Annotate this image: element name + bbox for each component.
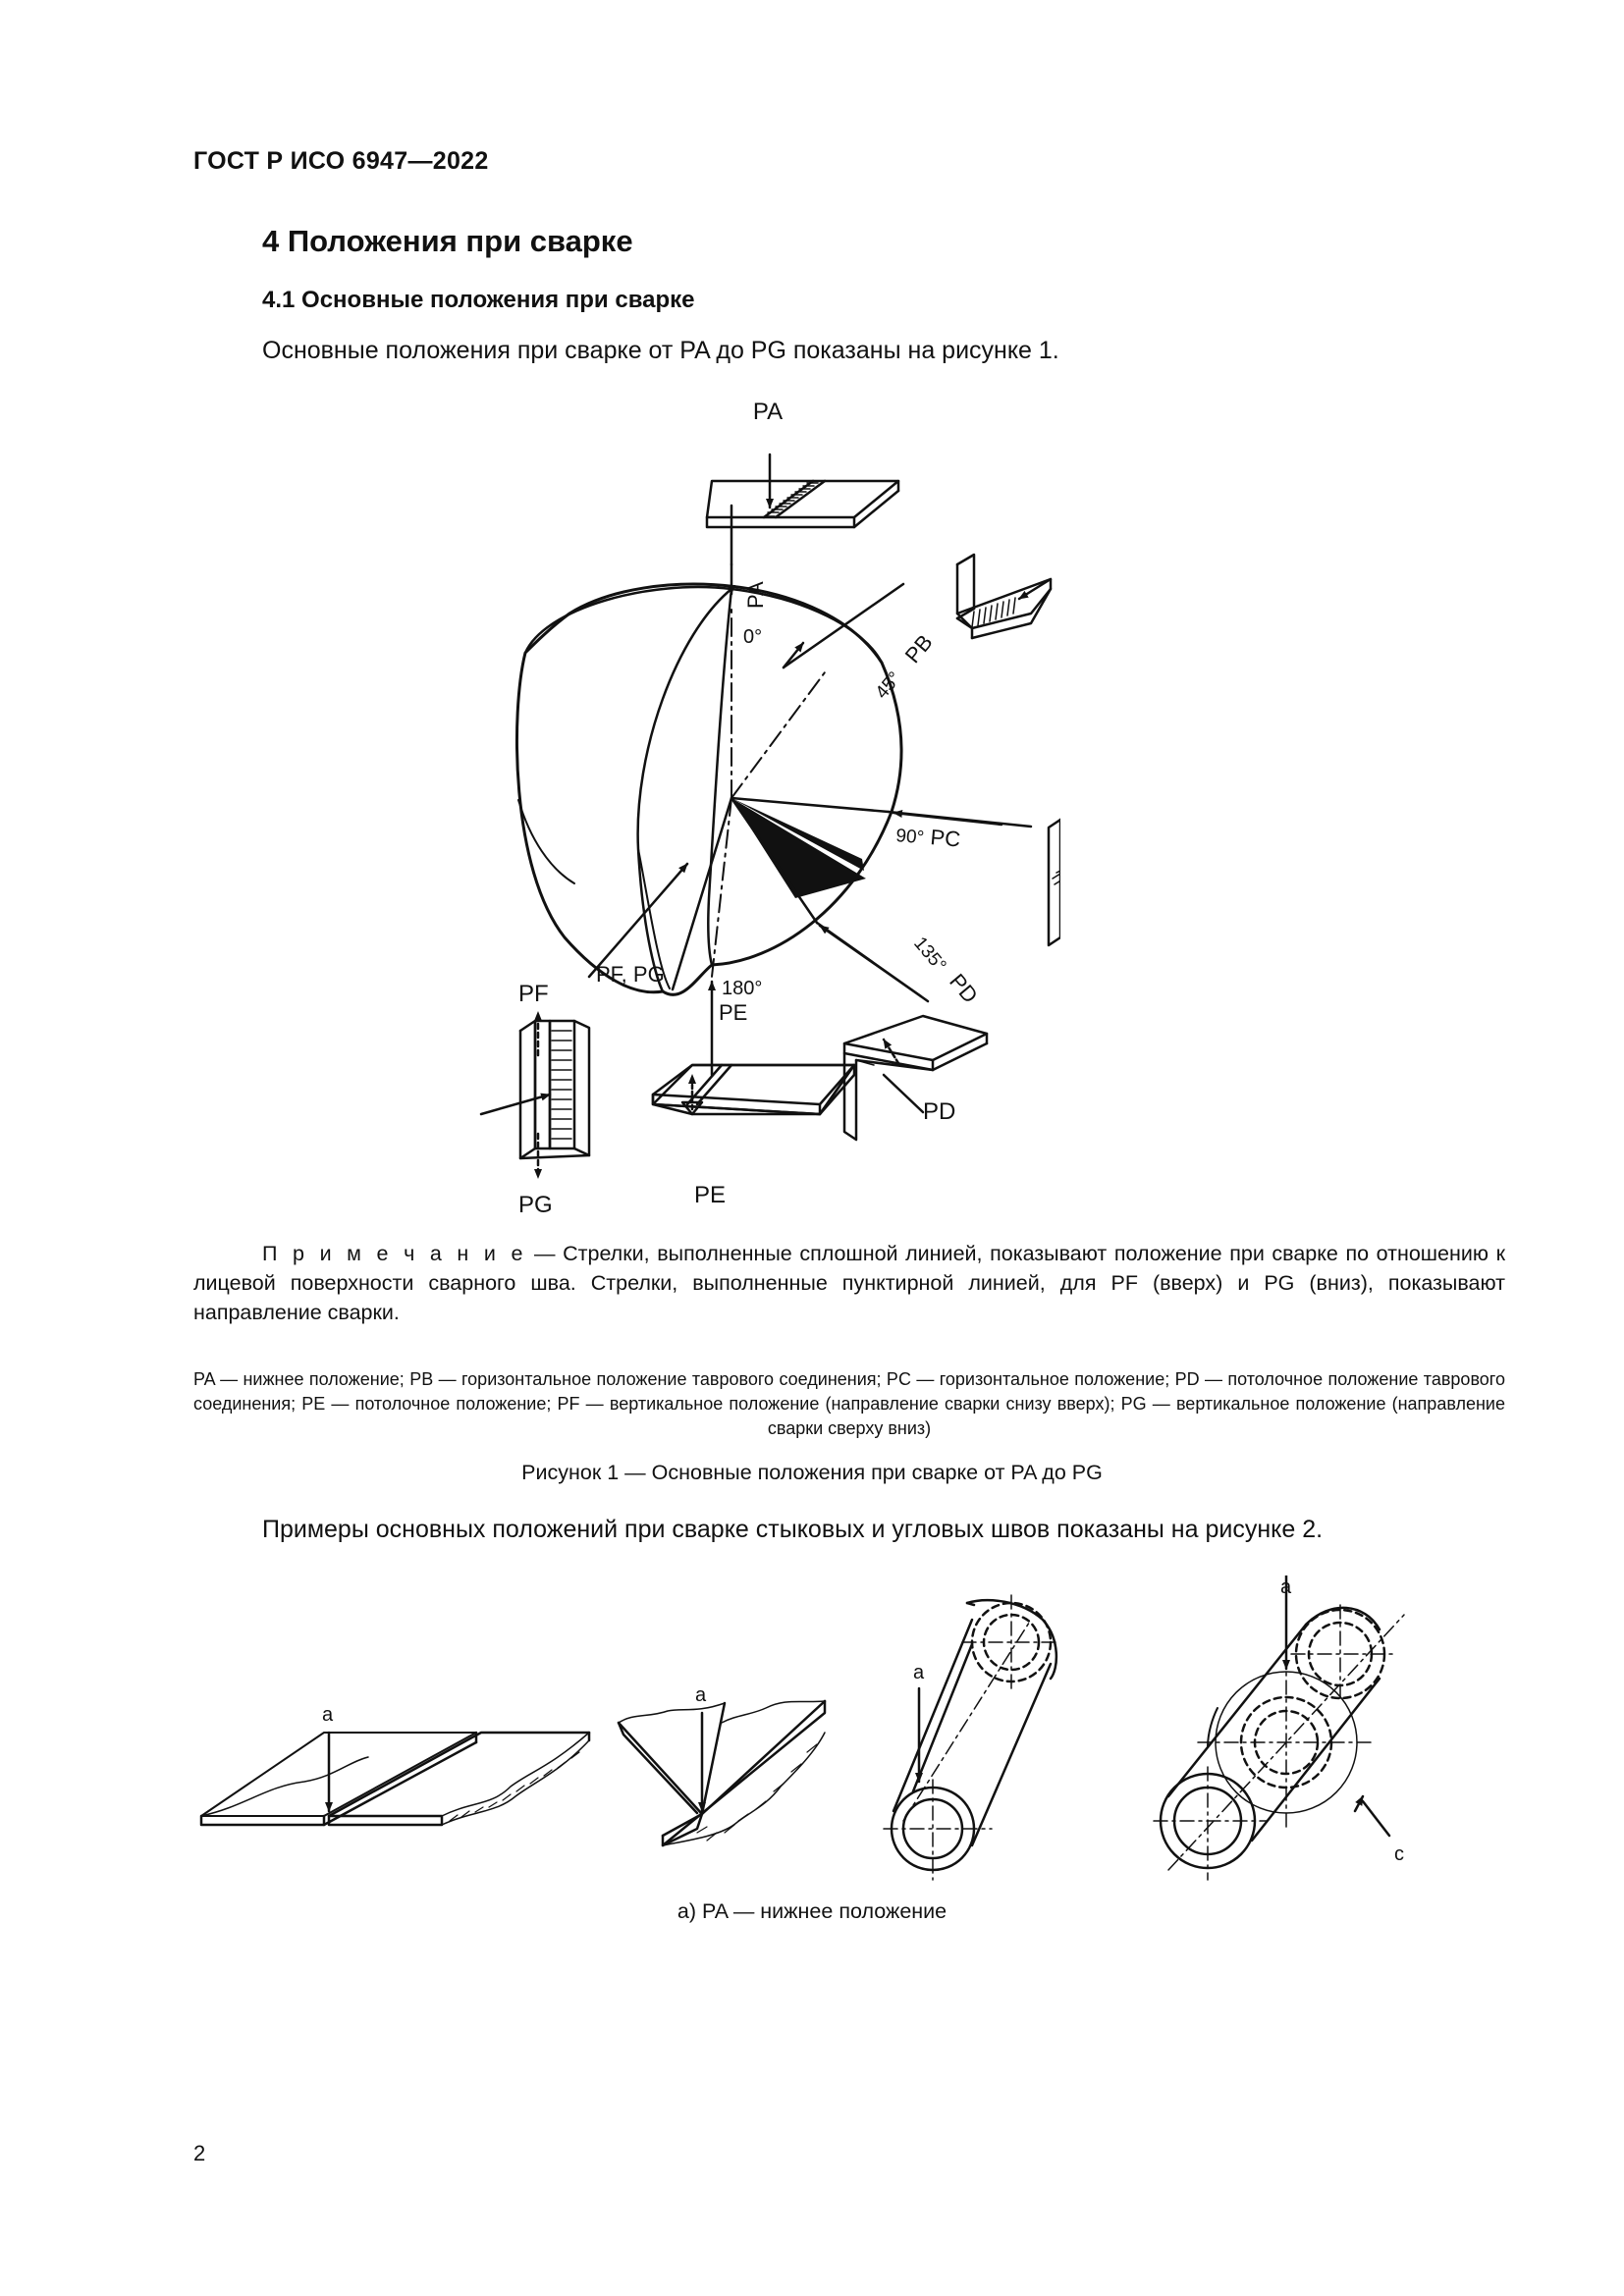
axis-pb: [782, 582, 905, 669]
label-angle-90: 90°: [895, 826, 925, 848]
label-pa-top: PA: [753, 399, 783, 425]
figure-1-legend: PA — нижнее положение; PB — горизонтальн…: [193, 1369, 1505, 1438]
label-a-2: a: [695, 1684, 707, 1706]
label-angle-135: 135°: [909, 934, 949, 977]
label-pa-axis: PA: [743, 581, 768, 609]
figure-2-pa-examples: a a a: [199, 1575, 1405, 1881]
pa-plate-icon: [705, 453, 900, 529]
label-pb-axis: PB: [900, 630, 938, 668]
label-pd-side: PD: [923, 1098, 955, 1125]
label-pe-bottom: PE: [694, 1182, 726, 1208]
pf-pg-plate-icon: [479, 1010, 591, 1180]
label-angle-45: 45°: [872, 668, 906, 704]
label-pf: PF: [518, 981, 549, 1007]
figure-1-welding-positions: PA PB PC: [479, 399, 1060, 1218]
label-pd-axis: PD: [945, 969, 983, 1007]
pc-plate-icon: [1047, 818, 1060, 947]
axis-pf-pg-arrow: [587, 862, 689, 979]
label-pc-axis: PC: [930, 825, 962, 852]
label-pe-axis: PE: [719, 1000, 747, 1025]
sphere-diagram: [514, 582, 903, 996]
subsection-title: 4.1 Основные положения при сварке: [262, 287, 695, 313]
fillet-joint-plates: [617, 1699, 827, 1847]
label-a-1: a: [322, 1704, 334, 1726]
label-angle-0: 0°: [743, 626, 762, 648]
section-title: 4 Положения при сварке: [262, 224, 633, 258]
figure-1-caption: Рисунок 1 — Основные положения при сварк…: [521, 1461, 1103, 1484]
pd-corner-icon: [842, 1014, 989, 1142]
page-number: 2: [193, 2141, 206, 2165]
figure-2-caption: а) PA — нижнее положение: [677, 1899, 947, 1923]
pipe-pair: [883, 1594, 1061, 1881]
label-a-3: a: [913, 1662, 925, 1683]
label-pg: PG: [518, 1192, 553, 1218]
note-text: — Стрелки, выполненные сплошной линией, …: [193, 1242, 1505, 1324]
intro-paragraph-2: Примеры основных положений при сварке ст…: [262, 1516, 1324, 1543]
pb-corner-icon: [955, 553, 1053, 640]
rotating-pipe: [1153, 1575, 1405, 1881]
note-label: П р и м е ч а н и е: [262, 1242, 527, 1265]
pe-plate-icon: [651, 1063, 856, 1116]
butt-joint-plates: [199, 1731, 591, 1827]
label-angle-180: 180°: [722, 978, 762, 999]
figure-1-note: П р и м е ч а н и е — Стрелки, выполненн…: [193, 1239, 1505, 1327]
intro-paragraph: Основные положения при сварке от PA до P…: [262, 337, 1059, 364]
label-a-4: a: [1280, 1576, 1292, 1598]
label-pf-pg: PF, PG: [596, 962, 665, 987]
label-c: c: [1394, 1843, 1404, 1865]
document-header: ГОСТ Р ИСО 6947—2022: [193, 147, 489, 175]
